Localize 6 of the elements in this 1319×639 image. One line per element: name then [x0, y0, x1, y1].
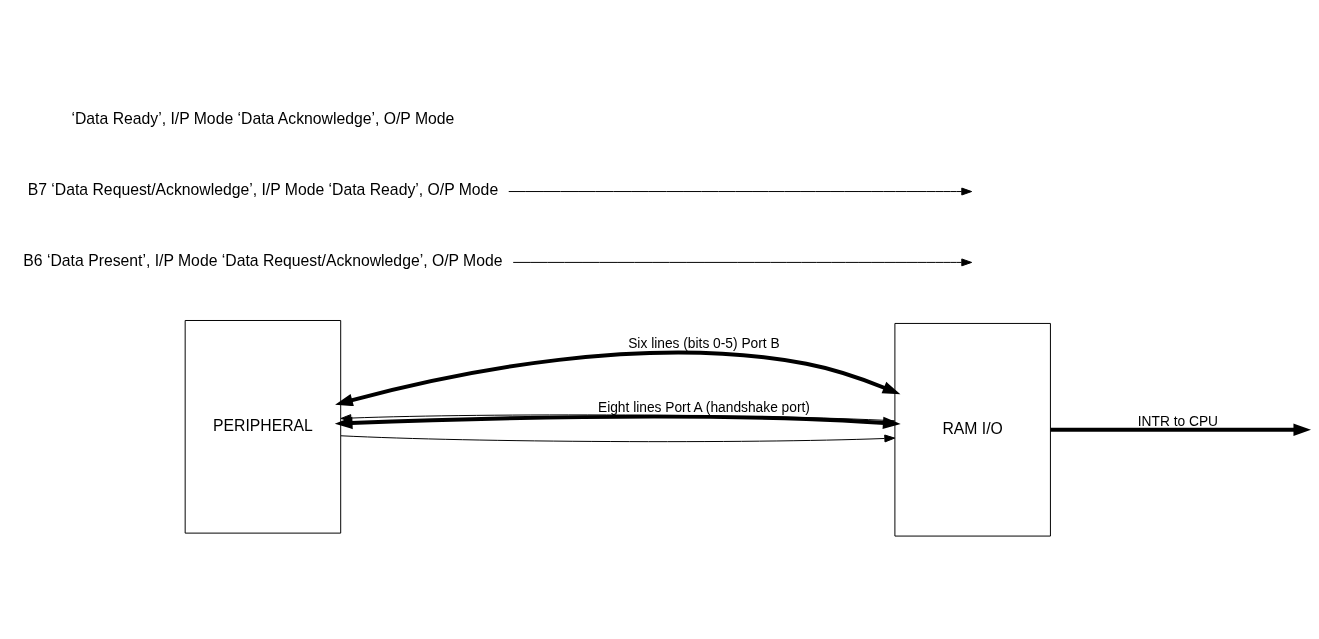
edge-label: Six lines (bits 0-5) Port B	[628, 336, 780, 352]
node-text: B7 ‘Data Request/Acknowledge’, I/P Mode ‘Data Ready’, O/P Mode	[27, 181, 499, 199]
edge-label: INTR to CPU	[1137, 414, 1219, 430]
node-text: B6 ‘Data Present’, I/P Mode ‘Data Request/Acknowledge’, O/P Mode	[23, 252, 503, 270]
edge-label: Eight lines Port A (handshake port)	[597, 400, 810, 416]
label: ‘Data Ready’, I/P Mode ‘Data Acknowledge’, O/P Mode	[71, 110, 455, 128]
